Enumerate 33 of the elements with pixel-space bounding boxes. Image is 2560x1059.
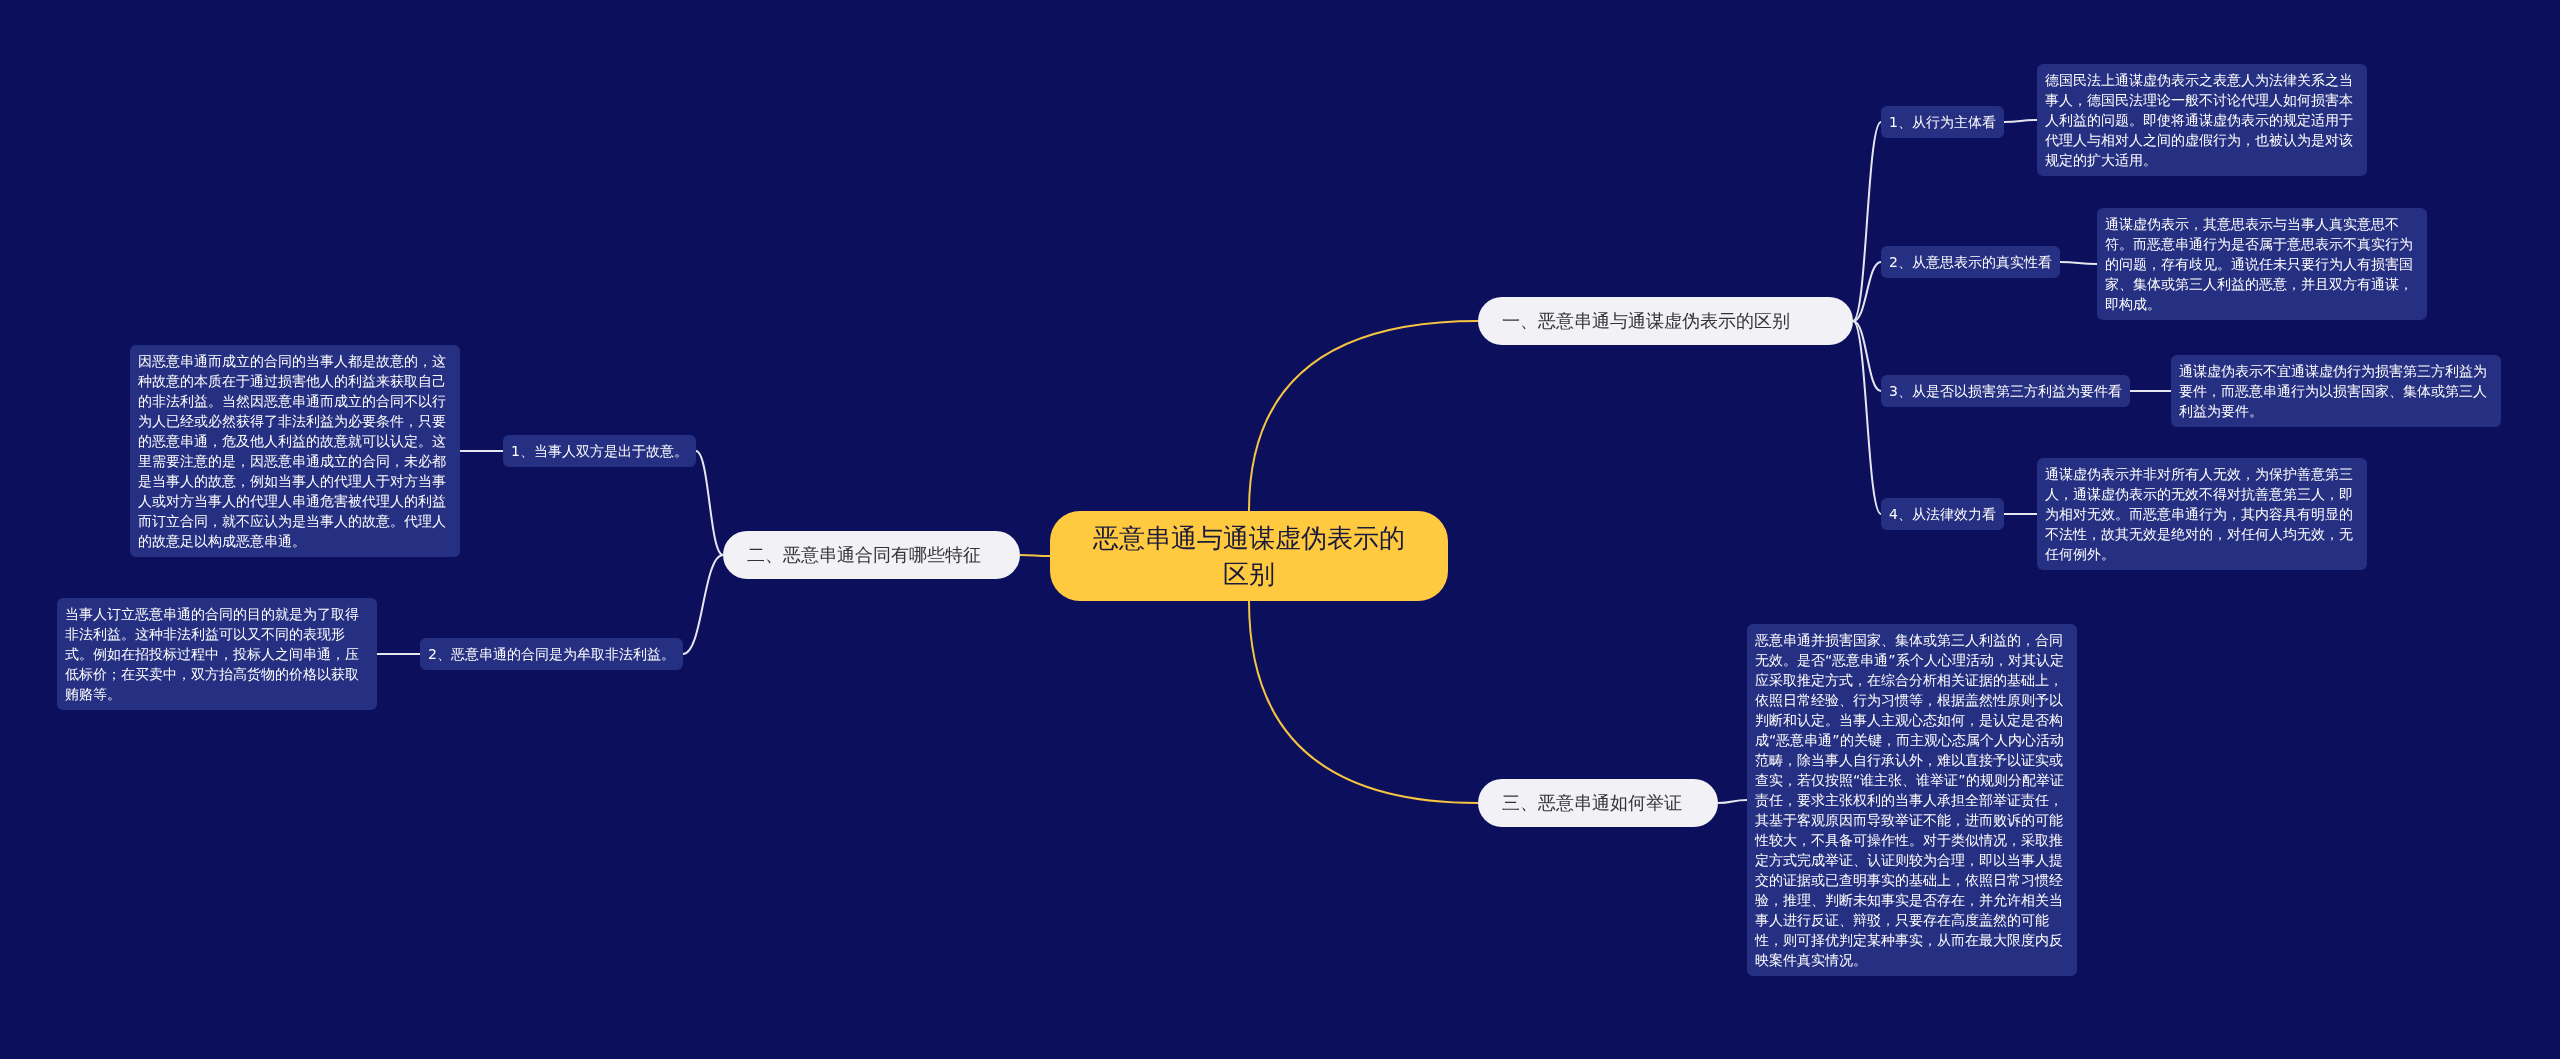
- connector: [2002, 513, 2038, 515]
- connector: [376, 653, 422, 655]
- note-card: 恶意串通并损害国家、集体或第三人利益的，合同无效。是否“恶意串通”系个人心理活动，对其认定应采取推定方式，在综合分析相关证据的基础上，依照日常经验、行为习惯等，根据盖然性原则予以判断和认定。当事人主观心态如何，是认定是否构成“恶意串通”的关键，而主观心态属个人内心活动范畴，除当事人自行承认外，难以直接予以证实或查实，若仅按照“谁主张、谁举证”的规则分配举证责任，要求主张权利的当事人承担全部举证责任，其基于客观原因而导致举证不能，进而败诉的可能性较大，不具备可操作性。对于类似情况，采取推定方式完成举证、认证则较为合理，即以当事人提交的证据或已查明事实的基础上，依照日常习惯经验，推理、判断未知事实是否存在，并允许相关当事人进行反证、辩驳，只要存在高度盖然的可能性，则可择优判定某种事实，从而在最大限度内反映案件真实情况。: [1747, 624, 2077, 976]
- connector: [1852, 261, 1882, 322]
- connector: [1717, 799, 1748, 804]
- connector: [2128, 390, 2172, 392]
- subtopic-label: 3、从是否以损害第三方利益为要件看: [1881, 375, 2130, 407]
- subtopic-label: 2、从意思表示的真实性看: [1881, 246, 2060, 278]
- subtopic-label: 4、从法律效力看: [1881, 498, 2004, 530]
- central-topic: 恶意串通与通谋虚伪表示的区别: [1050, 511, 1448, 601]
- connector: [1248, 600, 1479, 804]
- subtopic-label: 2、恶意串通的合同是为牟取非法利益。: [420, 638, 683, 670]
- connector: [1019, 554, 1051, 557]
- connector: [459, 450, 505, 452]
- connector: [1248, 320, 1479, 512]
- note-card: 因恶意串通而成立的合同的当事人都是故意的，这种故意的本质在于通过损害他人的利益来获取自己的非法利益。当然因恶意串通而成立的合同不以行为人已经或必然获得了非法利益为必要条件，只要的恶意串通，危及他人利益的故意就可以认定。这里需要注意的是，因恶意串通成立的合同，未必都是当事人的故意，例如当事人的代理人于对方当事人或对方当事人的代理人串通危害被代理人的利益而订立合同，就不应认为是当事人的故意。代理人的故意足以构成恶意串通。: [130, 345, 460, 557]
- note-card: 当事人订立恶意串通的合同的目的就是为了取得非法利益。这种非法利益可以又不同的表现形式。例如在招投标过程中，投标人之间串通，压低标价；在买卖中，双方抬高货物的价格以获取贿赂等。: [57, 598, 377, 710]
- connector: [2002, 119, 2038, 123]
- subtopic-label: 1、从行为主体看: [1881, 106, 2004, 138]
- note-card: 通谋虚伪表示不宜通谋虚伪行为损害第三方利益为要件，而恶意串通行为以损害国家、集体或第三人利益为要件。: [2171, 355, 2501, 427]
- note-card: 德国民法上通谋虚伪表示之表意人为法律关系之当事人，德国民法理论一般不讨论代理人如何损害本人利益的问题。即使将通谋虚伪表示的规定适用于代理人与相对人之间的虚假行为，也被认为是对该规定的扩大适用。: [2037, 64, 2367, 176]
- note-card: 通谋虚伪表示，其意思表示与当事人真实意思不符。而恶意串通行为是否属于意思表示不真实行为的问题，存有歧见。通说任未只要行为人有损害国家、集体或第三人利益的恶意，并且双方有通谋，即构成。: [2097, 208, 2427, 320]
- connector: [1852, 121, 1882, 322]
- connector: [1852, 320, 1882, 515]
- branch-topic: 二、恶意串通合同有哪些特征: [723, 531, 1020, 579]
- connector: [695, 450, 724, 556]
- connector: [2058, 261, 2098, 265]
- connector: [682, 554, 724, 655]
- subtopic-label: 1、当事人双方是出于故意。: [503, 435, 696, 467]
- branch-topic: 三、恶意串通如何举证: [1478, 779, 1718, 827]
- connector: [1852, 320, 1882, 392]
- note-card: 通谋虚伪表示并非对所有人无效，为保护善意第三人，通谋虚伪表示的无效不得对抗善意第三人，即为相对无效。而恶意串通行为，其内容具有明显的不法性，故其无效是绝对的，对任何人均无效，无任何例外。: [2037, 458, 2367, 570]
- branch-topic: 一、恶意串通与通谋虚伪表示的区别: [1478, 297, 1853, 345]
